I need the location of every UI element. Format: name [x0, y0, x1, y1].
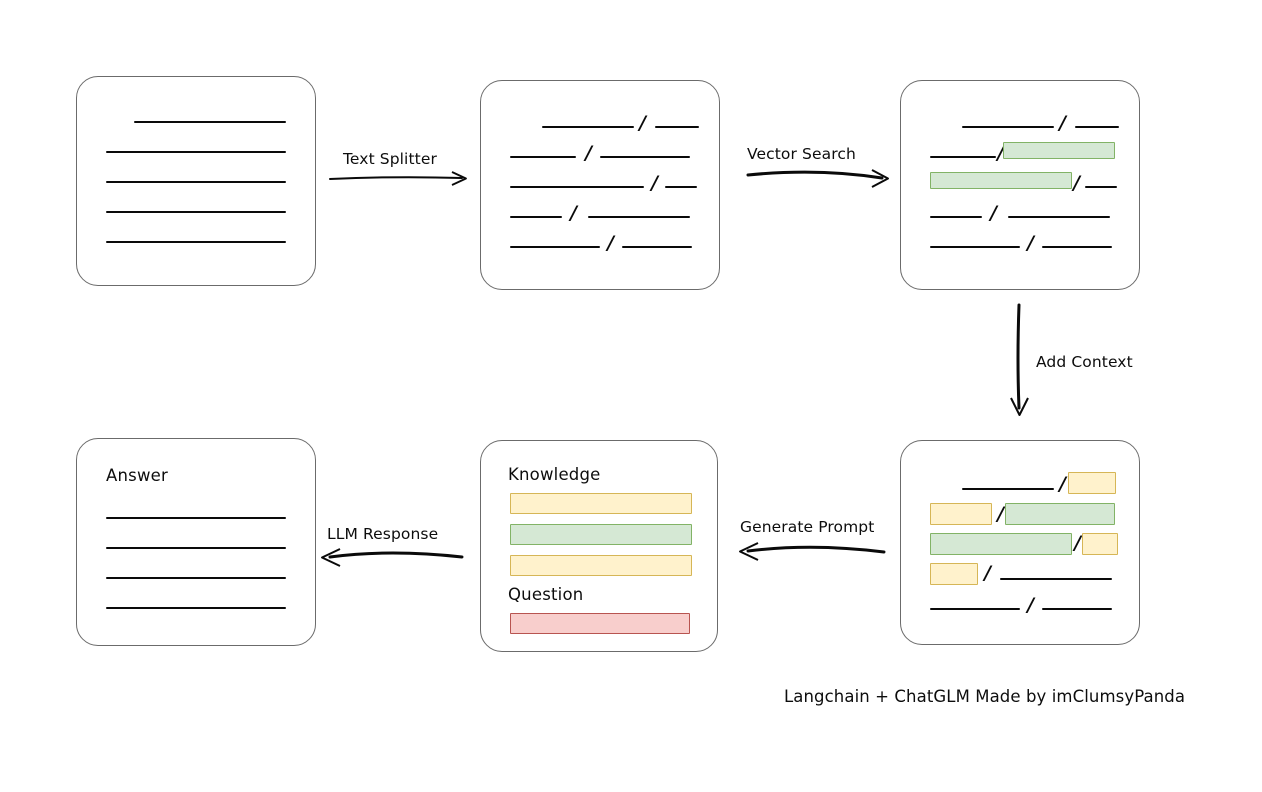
matched-chunks-line-5-seg-1 [930, 246, 1020, 248]
context-chunks-line-5-slash: / [1027, 594, 1034, 616]
source-document-line-3 [106, 181, 286, 183]
context-chunks-line-4-slash: / [984, 562, 991, 584]
source-document-line-4 [106, 211, 286, 213]
source-document-line-5 [106, 241, 286, 243]
split-chunks-line-3-seg-2 [665, 186, 697, 188]
split-chunks-line-5-seg-1 [510, 246, 600, 248]
context-chunks-line-5-seg-2 [1042, 608, 1112, 610]
context-chunks-line-4-seg-2 [1000, 578, 1112, 580]
context-chunks-highlight-yellow-2 [930, 503, 992, 525]
split-chunks-line-1-seg-1 [542, 126, 634, 128]
prompt-question-bar [510, 613, 690, 634]
split-chunks-line-2-seg-2 [600, 156, 690, 158]
edge-label-text-splitter: Text Splitter [343, 150, 437, 168]
split-chunks-line-3-seg-1 [510, 186, 644, 188]
matched-chunks-highlight-green-2 [930, 172, 1072, 189]
split-chunks-line-4-seg-2 [588, 216, 690, 218]
answer-line-3 [106, 577, 286, 579]
prompt-knowledge-bar-2 [510, 524, 692, 545]
split-chunks-line-1-seg-2 [655, 126, 699, 128]
matched-chunks-line-1-slash: / [1059, 112, 1066, 134]
matched-chunks-line-5-slash: / [1027, 232, 1034, 254]
matched-chunks-line-3-slash: / [1073, 172, 1080, 194]
context-chunks-line-1-slash: / [1059, 473, 1066, 495]
arrow-text-splitter [329, 171, 467, 186]
split-chunks-line-2-slash: / [585, 142, 592, 164]
matched-chunks-line-2-seg-1 [930, 156, 996, 158]
matched-chunks-line-3-seg-2 [1085, 186, 1117, 188]
edge-label-vector-search: Vector Search [747, 145, 856, 163]
arrow-vector-search [746, 169, 889, 188]
edge-label-llm-response: LLM Response [327, 525, 439, 543]
context-chunks-line-3-slash: / [1074, 532, 1081, 554]
edge-label-generate-prompt: Generate Prompt [740, 518, 875, 536]
answer-line-1 [106, 517, 286, 519]
split-chunks-line-5-slash: / [607, 232, 614, 254]
arrow-generate-prompt [739, 542, 886, 561]
edge-label-add-context: Add Context [1036, 353, 1133, 371]
source-document-line-1 [134, 121, 286, 123]
matched-chunks-line-2-slash: / [997, 142, 1004, 164]
prompt-knowledge-bar-3 [510, 555, 692, 576]
matched-chunks-highlight-green-1 [1003, 142, 1115, 159]
matched-chunks-line-1-seg-2 [1075, 126, 1119, 128]
prompt-knowledge-label: Knowledge [508, 465, 601, 484]
arrow-llm-response [321, 548, 464, 567]
prompt-knowledge-bar-1 [510, 493, 692, 514]
footer-credit: Langchain + ChatGLM Made by imClumsyPand… [784, 687, 1186, 706]
split-chunks-line-4-slash: / [570, 202, 577, 224]
arrow-add-context [1010, 303, 1029, 416]
matched-chunks-line-5-seg-2 [1042, 246, 1112, 248]
matched-chunks-line-1-seg-1 [962, 126, 1054, 128]
context-chunks-highlight-yellow-1 [1068, 472, 1116, 494]
split-chunks-line-4-seg-1 [510, 216, 562, 218]
context-chunks-highlight-green-1 [1005, 503, 1115, 525]
node-answer[interactable] [76, 438, 316, 646]
context-chunks-line-2-slash: / [997, 503, 1004, 525]
context-chunks-highlight-yellow-4 [930, 563, 978, 585]
matched-chunks-line-4-seg-2 [1008, 216, 1110, 218]
matched-chunks-line-4-seg-1 [930, 216, 982, 218]
answer-label: Answer [106, 466, 168, 485]
context-chunks-highlight-green-2 [930, 533, 1072, 555]
split-chunks-line-5-seg-2 [622, 246, 692, 248]
matched-chunks-line-4-slash: / [990, 202, 997, 224]
split-chunks-line-2-seg-1 [510, 156, 576, 158]
split-chunks-line-3-slash: / [651, 172, 658, 194]
split-chunks-line-1-slash: / [639, 112, 646, 134]
answer-line-4 [106, 607, 286, 609]
context-chunks-line-1-seg-1 [962, 488, 1054, 490]
node-split-chunks[interactable] [480, 80, 720, 290]
context-chunks-line-5-seg-1 [930, 608, 1020, 610]
prompt-question-label: Question [508, 585, 584, 604]
answer-line-2 [106, 547, 286, 549]
source-document-line-2 [106, 151, 286, 153]
context-chunks-highlight-yellow-3 [1082, 533, 1118, 555]
